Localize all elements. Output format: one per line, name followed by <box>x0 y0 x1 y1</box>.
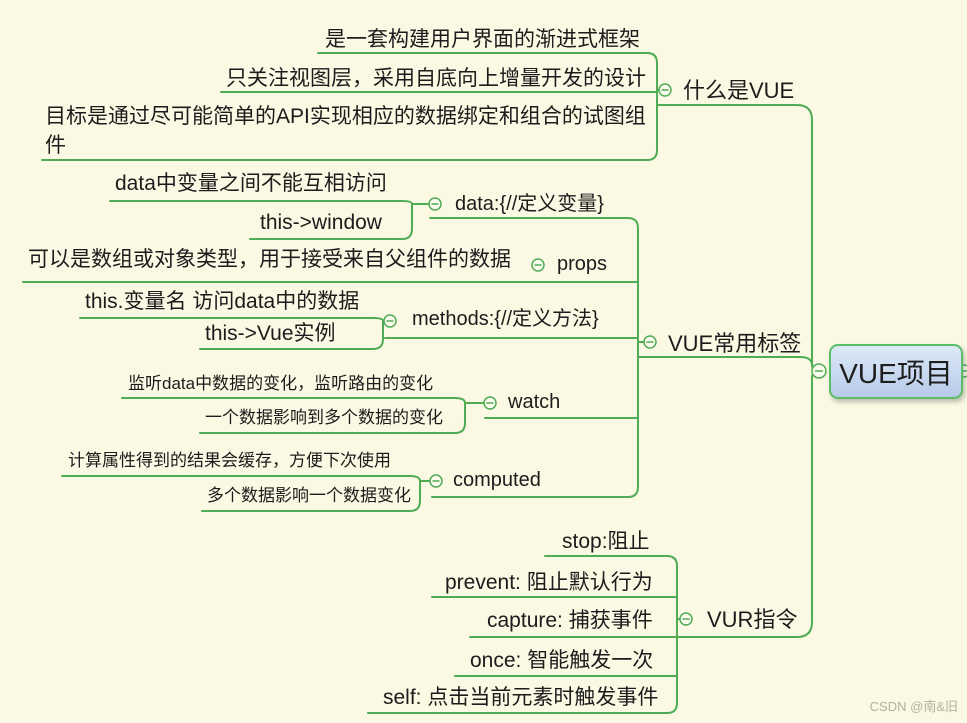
topic-methods[interactable]: methods:{//定义方法} <box>412 308 599 330</box>
topic-prevent[interactable]: prevent: 阻止默认行为 <box>445 571 653 594</box>
topic-this-window[interactable]: this->window <box>260 211 382 234</box>
topic-computed[interactable]: computed <box>453 469 541 491</box>
topic-self[interactable]: self: 点击当前元素时触发事件 <box>383 686 659 709</box>
topic-progressive-framework[interactable]: 是一套构建用户界面的渐进式框架 <box>325 28 640 51</box>
collapse-minus-icon[interactable] <box>429 474 443 488</box>
connector-line <box>109 200 413 205</box>
watermark: CSDN @南&旧 <box>869 699 958 714</box>
connector-line <box>199 402 466 434</box>
topic-root[interactable]: VUE项目 <box>829 344 963 399</box>
topic-this-vue-instance[interactable]: this->Vue实例 <box>205 322 336 345</box>
connector-line <box>201 480 421 512</box>
connector-line <box>637 356 820 372</box>
connector-line <box>199 320 384 350</box>
collapse-minus-icon[interactable] <box>531 258 545 272</box>
topic-data[interactable]: data:{//定义变量} <box>455 193 604 215</box>
connector-line <box>249 203 413 240</box>
topic-data-no-cross-access[interactable]: data中变量之间不能互相访问 <box>115 172 387 195</box>
connector-line <box>41 52 658 161</box>
collapse-minus-icon[interactable] <box>811 363 827 379</box>
topic-computed-many-to-one[interactable]: 多个数据影响一个数据变化 <box>207 486 411 505</box>
connector-line <box>61 475 421 482</box>
collapse-minus-icon[interactable] <box>679 612 693 626</box>
collapse-minus-icon[interactable] <box>383 314 397 328</box>
collapse-minus-icon[interactable] <box>658 83 672 97</box>
connector-line <box>121 397 466 404</box>
topic-this-varname[interactable]: this.变量名 访问data中的数据 <box>85 290 360 313</box>
topic-common-tags[interactable]: VUE常用标签 <box>668 331 802 356</box>
connector-line <box>367 555 678 714</box>
topic-capture[interactable]: capture: 捕获事件 <box>487 609 653 632</box>
connector-line <box>429 217 639 498</box>
collapse-minus-icon[interactable] <box>483 396 497 410</box>
collapse-minus-icon[interactable] <box>428 197 442 211</box>
topic-vur-directives[interactable]: VUR指令 <box>707 607 798 632</box>
topic-watch-one-to-many[interactable]: 一个数据影响到多个数据的变化 <box>205 408 443 427</box>
topic-api-goal[interactable]: 目标是通过尽可能简单的API实现相应的数据绑定和组合的试图组件 <box>45 105 646 157</box>
topic-computed-cache[interactable]: 计算属性得到的结果会缓存，方便下次使用 <box>68 451 391 470</box>
topic-props[interactable]: props <box>557 253 608 275</box>
topic-props-desc[interactable]: 可以是数组或对象类型，用于接受来自父组件的数据 <box>28 248 511 271</box>
topic-once[interactable]: once: 智能触发一次 <box>470 649 654 672</box>
topic-stop[interactable]: stop:阻止 <box>562 530 650 553</box>
topic-view-layer-design[interactable]: 只关注视图层，采用自底向上增量开发的设计 <box>226 67 646 90</box>
topic-watch[interactable]: watch <box>508 391 561 413</box>
collapse-minus-icon[interactable] <box>643 335 657 349</box>
topic-watch-listen[interactable]: 监听data中数据的变化，监听路由的变化 <box>128 374 434 393</box>
topic-what-is-vue[interactable]: 什么是VUE <box>683 78 795 103</box>
